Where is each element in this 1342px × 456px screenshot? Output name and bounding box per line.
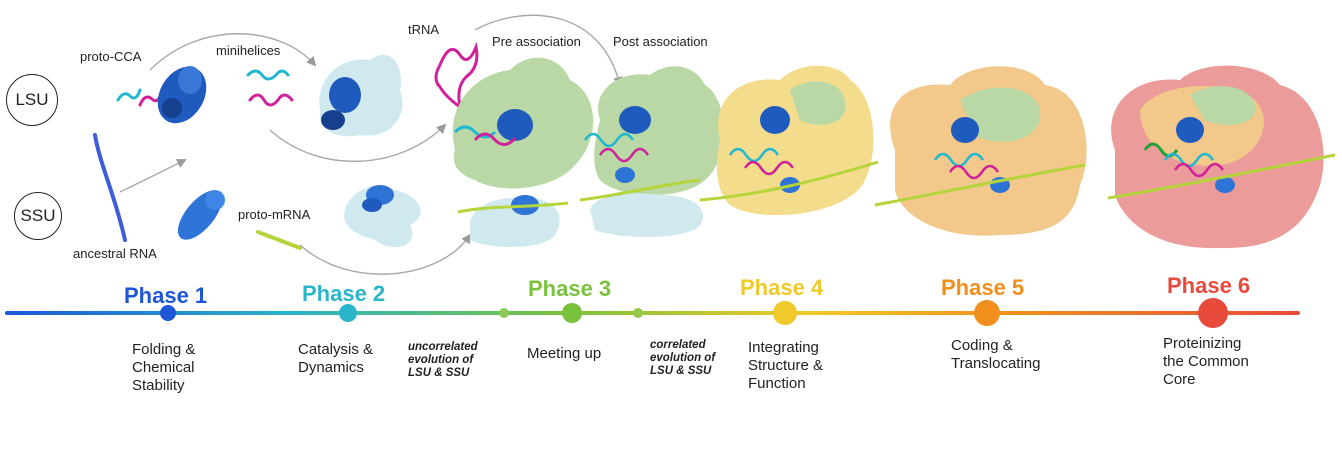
phase-3-description: Meeting up: [527, 345, 602, 362]
phase6-structure: [1107, 65, 1336, 249]
phase-2-marker: [339, 304, 357, 322]
phase3-post-association: [579, 66, 724, 237]
arrow-lsu-to-trna: [269, 123, 447, 163]
post-association-label: Post association: [613, 34, 708, 49]
ancestral-rna-label: ancestral RNA: [73, 246, 157, 261]
phase-5-title: Phase 5: [941, 275, 1025, 300]
trna-molecule: [434, 41, 479, 111]
phase2-proto-mrna: [256, 230, 302, 250]
phase1-proto-cca: [116, 88, 164, 107]
timeline-milestones: [160, 298, 1228, 328]
phase-4-title: Phase 4: [740, 275, 824, 300]
phase1-ancestral-rna: [93, 133, 127, 242]
trna-label: tRNA: [408, 22, 440, 37]
phase4-structure: [699, 65, 879, 216]
ssu-circle-label: SSU: [14, 192, 62, 240]
arrow-ancestral-to-ssu: [119, 159, 187, 193]
uncorrelated-evolution-note: uncorrelated evolution of LSU & SSU: [408, 341, 478, 379]
flow-arrows: [119, 14, 623, 275]
phase2-lsu-blob: [319, 54, 403, 137]
arrow-ssu-to-meeting: [299, 233, 472, 275]
phase-1-title: Phase 1: [124, 283, 208, 308]
proto-cca-label: proto-CCA: [80, 49, 142, 64]
phase-1-marker: [160, 305, 176, 321]
phase-4-marker: [773, 301, 797, 325]
lsu-circle-label: LSU: [6, 74, 58, 126]
evolution-marker-2: [633, 308, 643, 318]
phase5-structure: [874, 66, 1087, 236]
phase1-lsu-blob: [157, 66, 207, 124]
phase2-minihelices: [246, 69, 294, 107]
phase-6-description: Proteinizing the Common Core: [1163, 335, 1249, 388]
phase-2-title: Phase 2: [302, 281, 386, 306]
phase1-ssu-blob: [177, 190, 225, 240]
phase-6-title: Phase 6: [1167, 273, 1251, 298]
phase-5-description: Coding & Translocating: [951, 337, 1041, 372]
phase-3-title: Phase 3: [528, 276, 612, 301]
phase-1-description: Folding & Chemical Stability: [132, 341, 196, 394]
phase2-ssu-blob: [344, 185, 421, 248]
correlated-evolution-note: correlated evolution of LSU & SSU: [650, 339, 716, 377]
timeline-bar: [5, 311, 1300, 315]
evolution-marker-1: [499, 308, 509, 318]
minihelices-label: minihelices: [216, 43, 281, 58]
phase-6-marker: [1198, 298, 1228, 328]
phase3-pre-association: [452, 57, 594, 247]
phase-3-marker: [562, 303, 582, 323]
arrow-pre-to-post: [474, 14, 623, 87]
pre-association-label: Pre association: [492, 34, 581, 49]
phase-5-marker: [974, 300, 1000, 326]
phase-4-description: Integrating Structure & Function: [748, 339, 824, 392]
phase-2-description: Catalysis & Dynamics: [298, 341, 374, 376]
proto-mrna-label: proto-mRNA: [238, 207, 311, 222]
arrow-proto-cca-to-minihelices: [149, 33, 317, 71]
